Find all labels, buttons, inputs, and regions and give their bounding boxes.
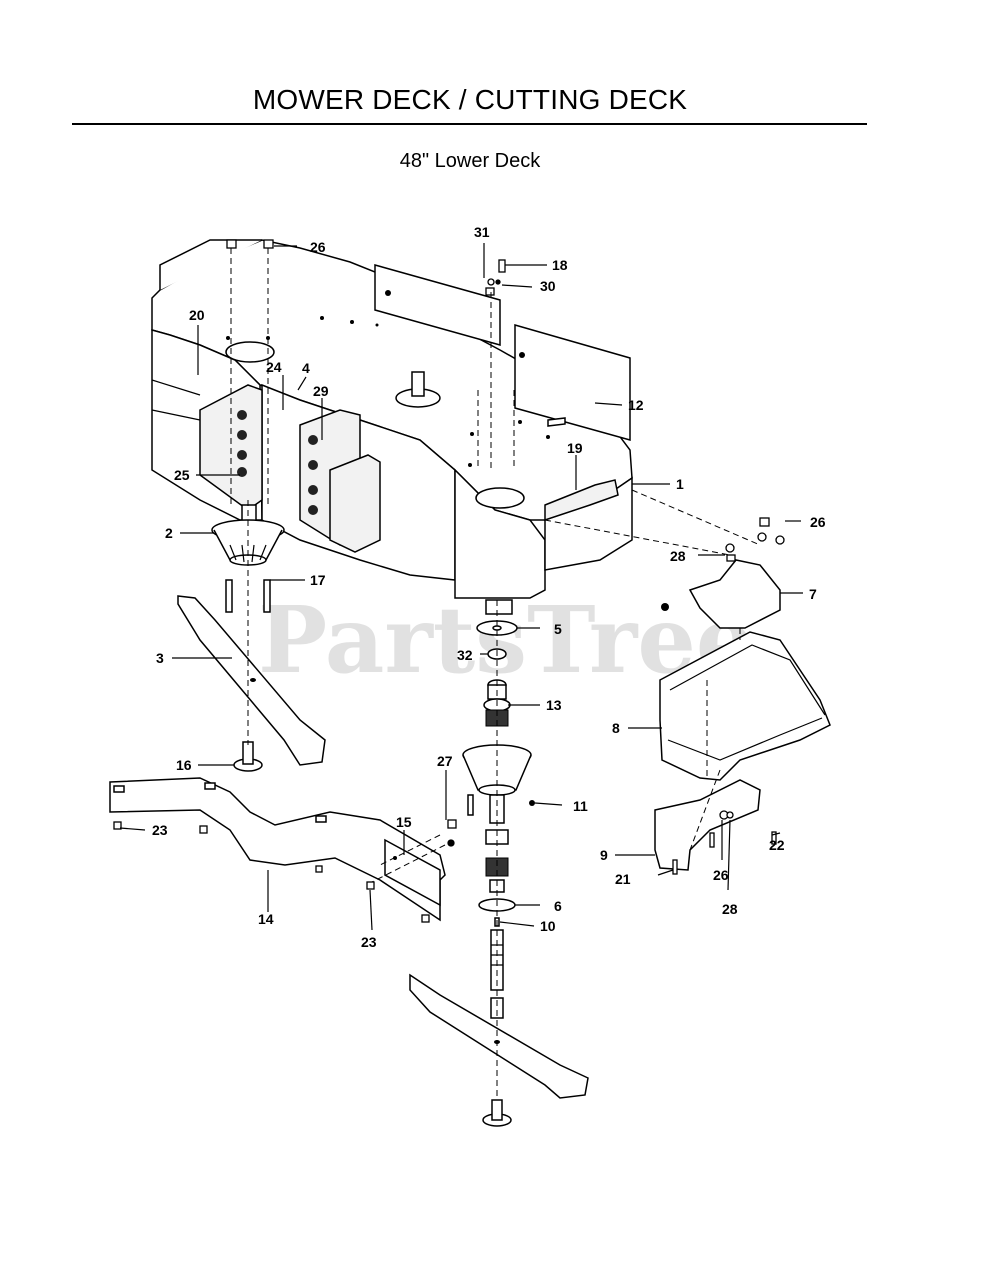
callout-23a: 23 [152, 822, 168, 838]
left-baffle [109, 777, 446, 922]
callout-25: 25 [174, 467, 190, 483]
hardware [113, 239, 785, 923]
callout-9: 9 [600, 847, 608, 863]
callout-30: 30 [540, 278, 556, 294]
callout-labels: 1 2 3 4 5 6 7 8 9 10 11 12 13 14 15 16 1… [152, 224, 826, 950]
callout-27: 27 [437, 753, 453, 769]
deck-baffles [374, 264, 631, 441]
callout-28a: 28 [670, 548, 686, 564]
callout-17: 17 [310, 572, 326, 588]
callout-21: 21 [615, 871, 631, 887]
callout-11: 11 [573, 798, 588, 814]
callout-26a: 26 [310, 239, 326, 255]
callout-14: 14 [258, 911, 274, 927]
callout-26c: 26 [713, 867, 729, 883]
deck-housing [151, 239, 633, 599]
callout-24: 24 [266, 359, 282, 375]
center-blade [409, 973, 589, 1127]
callout-7: 7 [809, 586, 817, 602]
callout-16: 16 [176, 757, 192, 773]
callout-6: 6 [554, 898, 562, 914]
callout-13: 13 [546, 697, 562, 713]
assembly-lines [230, 248, 761, 1100]
callout-19: 19 [567, 440, 583, 456]
callout-5: 5 [554, 621, 562, 637]
callout-10: 10 [540, 918, 556, 934]
page-subtitle: 48" Lower Deck [399, 150, 541, 172]
callout-22: 22 [769, 837, 785, 853]
callout-26b: 26 [810, 514, 826, 530]
callout-3: 3 [156, 650, 164, 666]
callout-18: 18 [552, 257, 568, 273]
chute-bracket [654, 779, 761, 871]
callout-15: 15 [396, 814, 412, 830]
discharge-chute [659, 631, 831, 781]
left-blade [177, 595, 326, 772]
callout-4: 4 [302, 360, 310, 376]
callout-29: 29 [313, 383, 329, 399]
callout-20: 20 [189, 307, 205, 323]
callout-12: 12 [628, 397, 644, 413]
callout-28b: 28 [722, 901, 738, 917]
callout-leaders [119, 243, 803, 931]
callout-1: 1 [676, 476, 684, 492]
callout-23b: 23 [361, 934, 377, 950]
deflector-bracket [661, 559, 781, 629]
callout-2: 2 [165, 525, 173, 541]
callout-8: 8 [612, 720, 620, 736]
title-divider [72, 123, 867, 125]
callout-31: 31 [474, 224, 490, 240]
callout-32: 32 [457, 647, 473, 663]
page-title: MOWER DECK / CUTTING DECK [252, 84, 688, 115]
